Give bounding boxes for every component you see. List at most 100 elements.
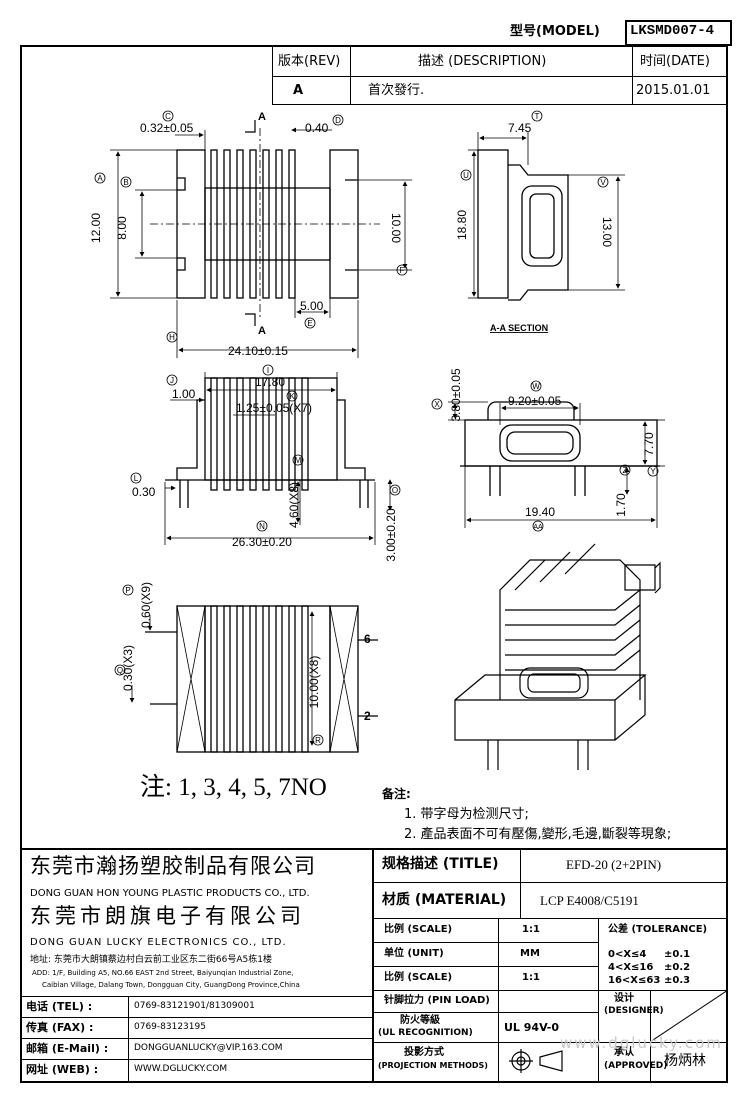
dim-P: 0.60(X9) [139, 582, 153, 628]
company2-cn: 东莞市朗旗电子有限公司 [30, 904, 305, 928]
designer-label-cn: 设计 [614, 993, 634, 1004]
tol-val-2: ±0.2 [664, 962, 691, 973]
fire-label-cn: 防火等級 [400, 1015, 440, 1026]
address-en-1: ADD: 1/F, Building A5, NO.66 EAST 2nd St… [32, 969, 294, 977]
drawing-frame [20, 45, 728, 1083]
grid-line-1 [372, 942, 598, 943]
spec-split-top [520, 848, 521, 918]
ref-K: K [289, 392, 295, 401]
ref-T: T [535, 112, 540, 121]
tol-range-2: 4<X≤16 [608, 962, 654, 973]
rev-label: 版本(REV) [278, 54, 341, 69]
dim-B: 8.00 [115, 216, 129, 240]
tel-value: 0769-83121901/81309001 [134, 1001, 255, 1011]
email-value[interactable]: DONGGUANLUCKY@VIP.163.COM [134, 1043, 283, 1053]
ref-J: J [170, 376, 174, 385]
drawing-views: 0.32±0.05 0.40 12.00 8.00 10.00 5.00 24.… [89, 110, 665, 770]
top-view [150, 128, 380, 320]
web-value[interactable]: WWW.DGLUCKY.COM [134, 1064, 228, 1074]
contact-line-2 [20, 1038, 372, 1039]
ref-E: E [307, 319, 312, 328]
ref-X: X [434, 400, 440, 409]
proj-label-cn: 投影方式 [404, 1047, 444, 1058]
material-label: 材质 (MATERIAL) [382, 892, 507, 908]
ref-L: L [134, 474, 139, 483]
ref-B: B [123, 178, 128, 187]
dim-Q: 0.30(X3) [121, 645, 135, 691]
ref-V: V [600, 178, 606, 187]
grid-line-2 [372, 966, 598, 967]
notes-title: 备注: [382, 787, 411, 801]
contact-top [20, 996, 372, 997]
tel-label: 电话 (TEL) : [26, 1000, 93, 1013]
rev-col2 [632, 45, 633, 105]
rev-divider [272, 76, 728, 77]
tol-val-3: ±0.3 [664, 975, 691, 986]
ref-Z: Z [623, 466, 628, 475]
revision-table [272, 45, 728, 105]
approved-value: 杨炳林 [664, 1053, 706, 1069]
main-note: 注: 1, 3, 4, 5, 7NO [140, 774, 327, 801]
section-view [477, 149, 569, 301]
fax-label: 传真 (FAX) : [26, 1021, 94, 1034]
dim-J: 1.00 [172, 387, 196, 401]
material-value: LCP E4008/C5191 [540, 893, 639, 908]
grid-line-3 [372, 990, 728, 991]
fire-value: UL 94V-0 [504, 1021, 560, 1034]
ref-D: D [335, 116, 341, 125]
model-value: LKSMD007-4 [630, 23, 715, 39]
dim-Z: 1.70 [614, 493, 628, 517]
dim-X: 3.80±0.05 [449, 368, 463, 422]
address-cn: 地址: 东莞市大朗镇蔡边村白云前工业区东二街66号A5栋1楼 [30, 955, 272, 965]
ref-A: A [97, 174, 103, 183]
projection-symbol-icon [509, 1049, 563, 1073]
dim-Y: 7.70 [642, 432, 656, 456]
scale-value: 1:1 [522, 924, 540, 935]
dim-D: 0.40 [305, 121, 329, 135]
ref-O: O [392, 486, 398, 495]
ref-H: H [169, 333, 175, 342]
title-value: EFD-20 (2+2PIN) [566, 857, 662, 872]
fire-label-en: (UL RECOGNITION) [378, 1028, 473, 1038]
dim-U: 18.80 [455, 210, 469, 240]
tol-range-1: 0<X≤4 [608, 949, 647, 960]
pin-2: 2 [364, 709, 371, 723]
tolerance-label: 公差 (TOLERANCE) [608, 924, 708, 935]
side-view [460, 401, 660, 496]
ref-AA: AA [533, 524, 543, 531]
company1-cn: 东莞市瀚扬塑胶制品有限公司 [30, 854, 316, 878]
dim-V: 13.00 [600, 217, 614, 247]
dim-E: 5.00 [300, 299, 324, 313]
title-block-split [372, 848, 374, 1083]
designer-label-en: (DESIGNER) [604, 1006, 664, 1016]
unit-value: MM [520, 948, 540, 959]
date-value: 2015.01.01 [636, 83, 711, 98]
address-en-2: Caibian Village, Dalang Town, Dongguan C… [42, 981, 300, 989]
note-1: 1. 带字母为检测尺寸; [404, 807, 529, 822]
ref-I: I [267, 366, 269, 375]
contact-line-1 [20, 1017, 372, 1018]
contact-line-3 [20, 1059, 372, 1060]
dim-N: 26.30±0.20 [232, 535, 292, 549]
dim-R: 10.00(X8) [307, 656, 321, 709]
title-block-top [20, 848, 728, 850]
bottom-view [145, 605, 378, 753]
dim-AA: 19.40 [525, 505, 555, 519]
tol-val-1: ±0.1 [664, 949, 691, 960]
section-arrow-top: A [258, 111, 266, 123]
dim-K: 1.25±0.05(X7) [236, 401, 312, 415]
unit-label: 单位 (UNIT) [384, 948, 444, 959]
scale2-label: 比例 (SCALE) [384, 972, 453, 983]
company2-en: DONG GUAN LUCKY ELECTRONICS CO., LTD. [30, 937, 287, 948]
watermark: www.dglucky.com [560, 1034, 723, 1052]
ref-M: M [295, 456, 302, 465]
ref-F: F [400, 266, 405, 275]
front-view [165, 377, 375, 508]
ref-Y: Y [650, 467, 656, 476]
section-label: A-A SECTION [490, 323, 548, 333]
proj-label-en: (PROJECTION METHODS) [378, 1061, 488, 1070]
ref-U: U [463, 171, 469, 180]
dim-W: 9.20±0.05 [508, 394, 562, 408]
dim-M: 4.60(X8) [287, 482, 301, 528]
desc-label: 描述 (DESCRIPTION) [418, 54, 547, 69]
